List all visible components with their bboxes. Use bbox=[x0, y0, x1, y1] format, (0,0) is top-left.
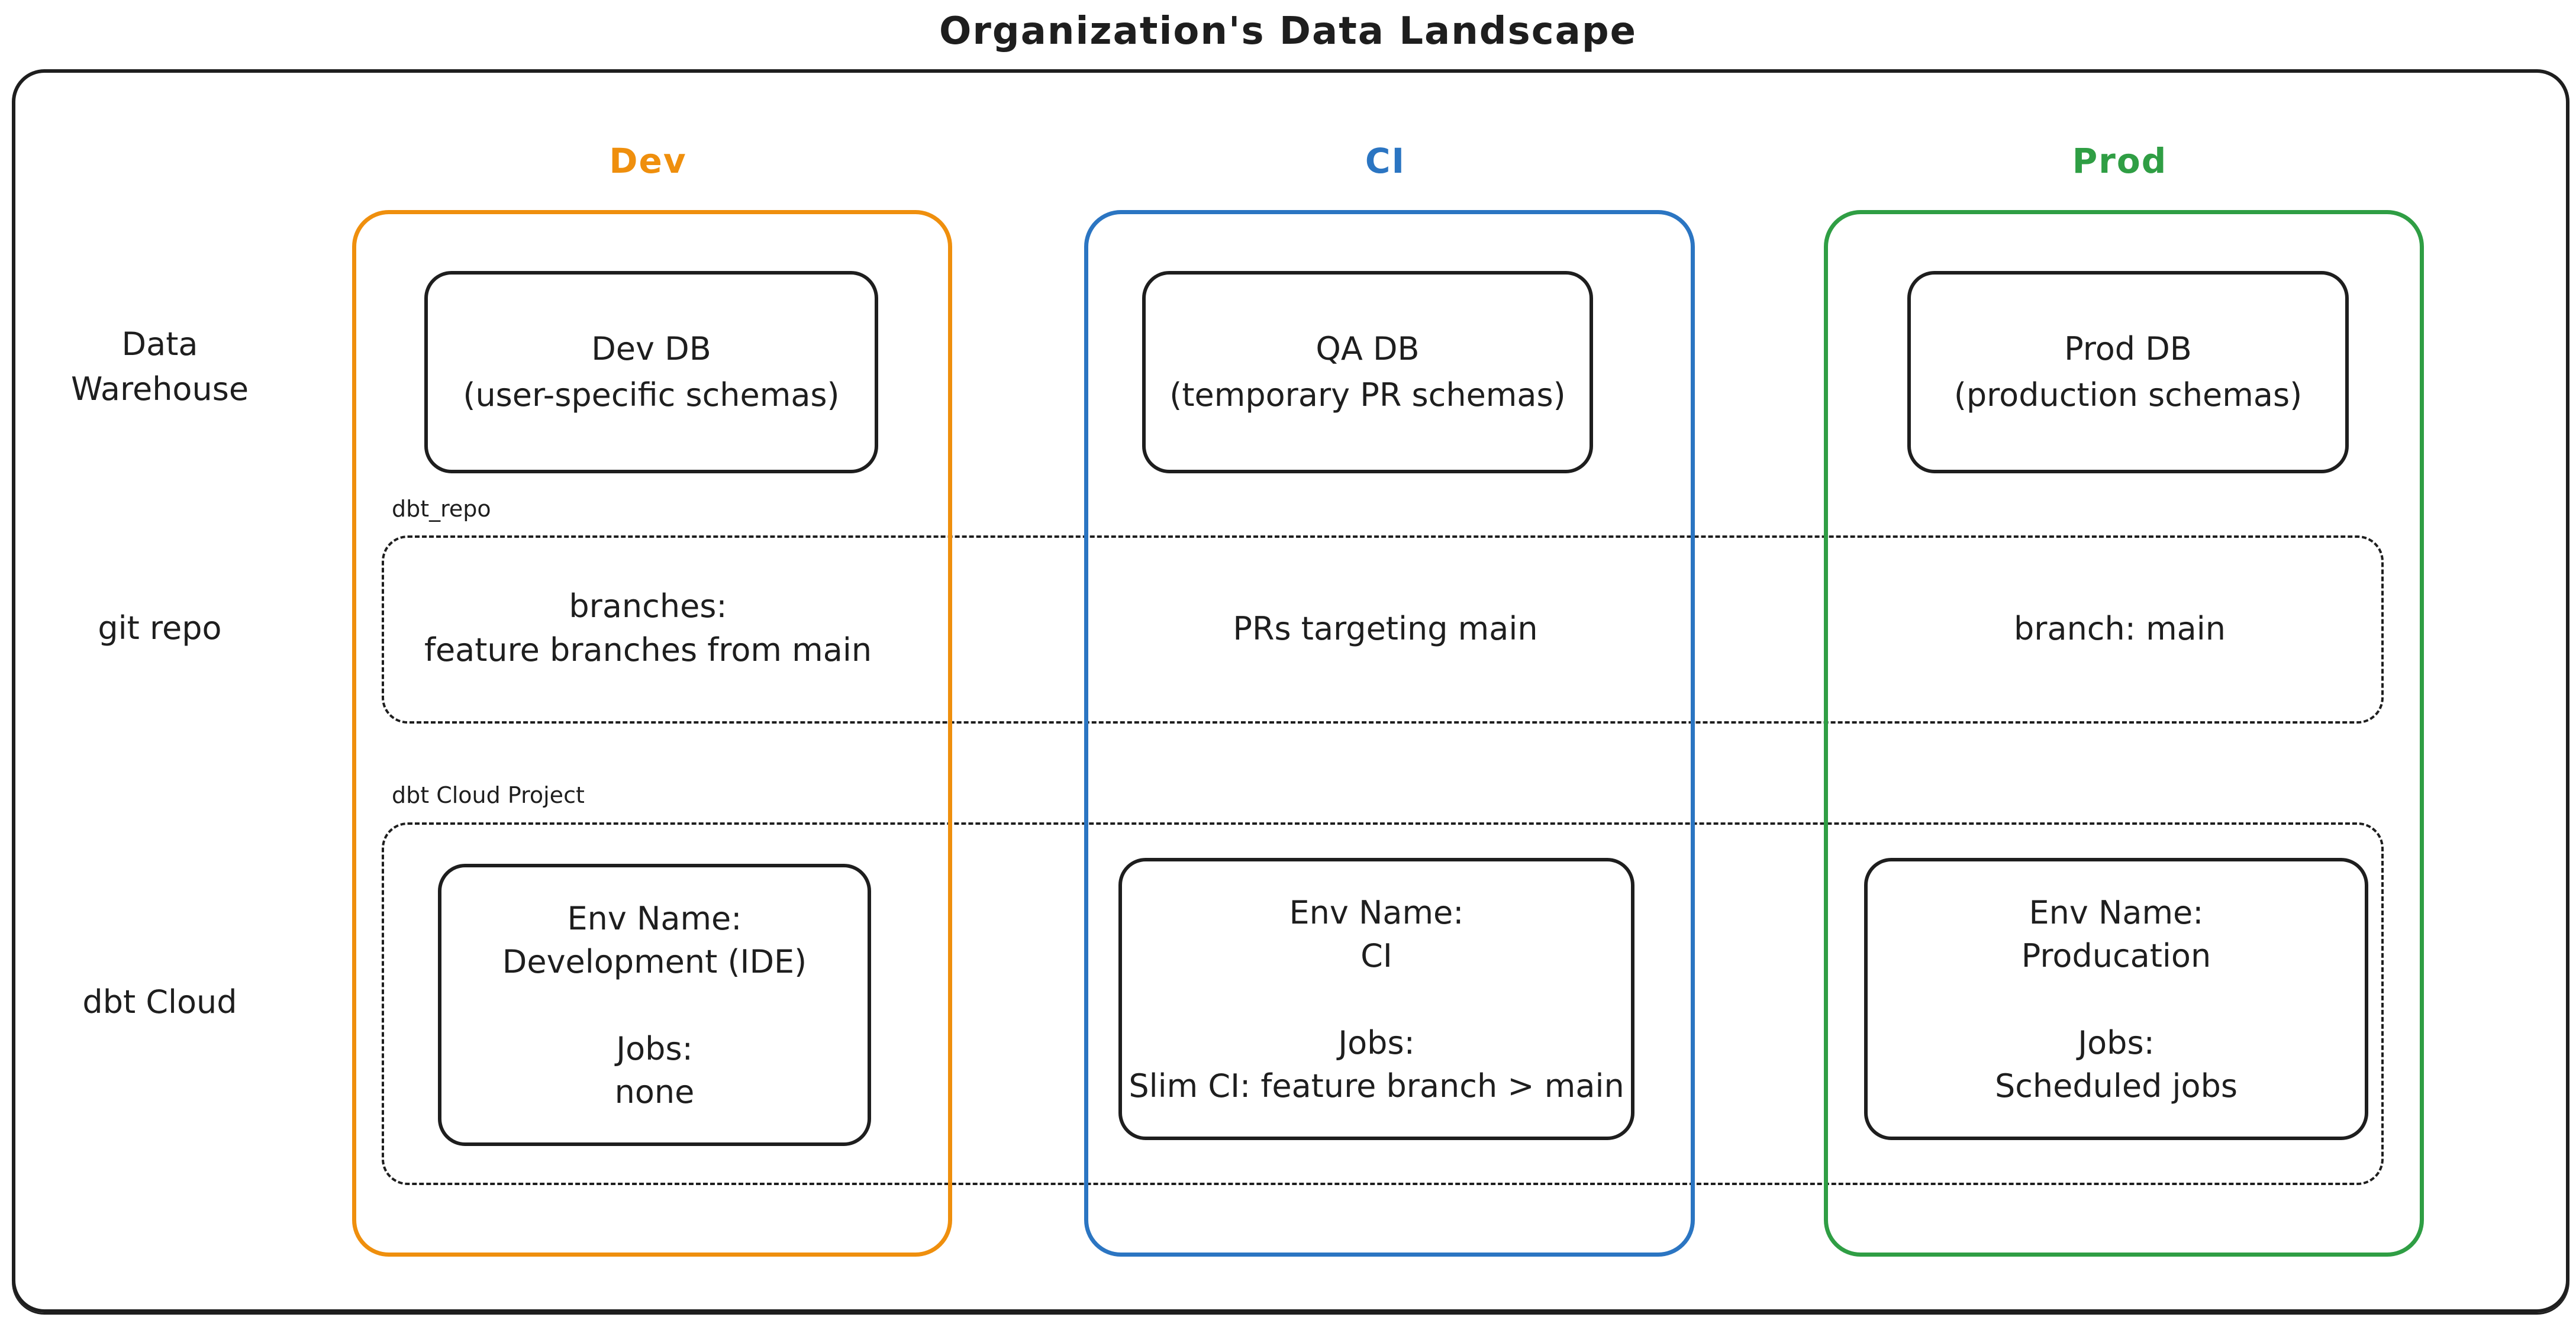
prod-db-box: Prod DB (production schemas) bbox=[1907, 271, 2349, 473]
qa-db-box: QA DB (temporary PR schemas) bbox=[1142, 271, 1593, 473]
column-box-dev bbox=[352, 210, 952, 1257]
env-box-production: Env Name: Producation Jobs: Scheduled jo… bbox=[1864, 858, 2368, 1140]
dev-db-label: Dev DB (user-specific schemas) bbox=[463, 330, 840, 414]
jobs-label: Jobs: bbox=[616, 1029, 693, 1067]
column-header-prod: Prod bbox=[2072, 141, 2168, 181]
dbt-repo-band bbox=[382, 535, 2384, 724]
jobs-label: Jobs: bbox=[1338, 1024, 1415, 1061]
jobs-value: Slim CI: feature branch > main bbox=[1129, 1067, 1624, 1105]
qa-db-label: QA DB (temporary PR schemas) bbox=[1169, 330, 1566, 414]
jobs-value: none bbox=[614, 1073, 695, 1111]
env-box-development: Env Name: Development (IDE) Jobs: none bbox=[438, 864, 871, 1146]
column-box-ci bbox=[1084, 210, 1695, 1257]
jobs-label: Jobs: bbox=[2078, 1024, 2155, 1061]
env-box-ci: Env Name: CI Jobs: Slim CI: feature bran… bbox=[1118, 858, 1634, 1140]
page-title: Organization's Data Landscape bbox=[939, 9, 1637, 53]
env-name-label: Env Name: bbox=[2029, 893, 2204, 931]
row-label-git-repo: git repo bbox=[98, 609, 222, 647]
outer-frame bbox=[12, 69, 2569, 1313]
env-name-value: Development (IDE) bbox=[502, 942, 807, 980]
jobs-value: Scheduled jobs bbox=[1994, 1067, 2238, 1105]
row-label-dbt-cloud: dbt Cloud bbox=[82, 983, 237, 1021]
prod-db-label: Prod DB (production schemas) bbox=[1953, 330, 2303, 414]
git-ci-prs-text: PRs targeting main bbox=[1233, 610, 1538, 647]
column-header-dev: Dev bbox=[609, 141, 687, 181]
env-name-value: CI bbox=[1360, 937, 1392, 974]
git-dev-branches-text: branches: feature branches from main bbox=[424, 588, 872, 669]
env-name-value: Producation bbox=[2021, 937, 2211, 974]
git-prod-branch-text: branch: main bbox=[2014, 610, 2226, 647]
env-name-label: Env Name: bbox=[1289, 893, 1464, 931]
dev-db-box: Dev DB (user-specific schemas) bbox=[424, 271, 878, 473]
dbt-cloud-project-band-label: dbt Cloud Project bbox=[392, 782, 585, 808]
row-label-data-warehouse: Data Warehouse bbox=[70, 325, 249, 408]
dbt-repo-band-label: dbt_repo bbox=[392, 496, 491, 522]
column-box-prod bbox=[1824, 210, 2424, 1257]
env-name-label: Env Name: bbox=[567, 899, 742, 937]
dbt-cloud-project-band bbox=[382, 822, 2384, 1185]
column-header-ci: CI bbox=[1365, 141, 1406, 181]
